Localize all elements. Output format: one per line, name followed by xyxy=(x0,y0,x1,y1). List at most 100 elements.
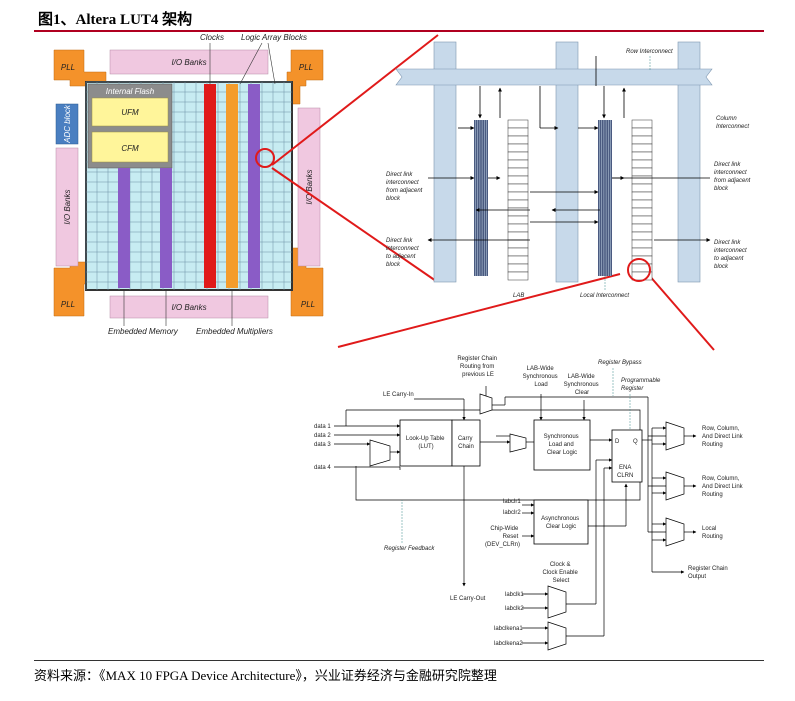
carry-chain-block xyxy=(451,419,481,467)
labclr2-label: labclr2 xyxy=(503,510,521,516)
title-rule xyxy=(34,30,764,32)
data-mux xyxy=(509,433,527,453)
lab-block-2 xyxy=(631,119,653,281)
source-rule xyxy=(34,660,764,661)
io-bank-label: I/O Banks xyxy=(305,169,314,204)
adc-block: ADC block xyxy=(55,103,79,145)
output-mux xyxy=(665,421,685,451)
interconnect-arrows xyxy=(427,56,711,242)
pll-top-right: PLL xyxy=(286,49,324,105)
zoom-line xyxy=(647,273,715,351)
logic-array-blocks-label: Logic Array Blocks xyxy=(241,33,307,42)
column-interconnects xyxy=(433,41,701,283)
zoom-line xyxy=(337,273,621,348)
clock-column xyxy=(204,84,216,288)
input-data4: data 4 xyxy=(314,465,331,471)
column-interconnect-label: Column Interconnect xyxy=(716,116,749,130)
reg-pin-clrn: CLRN xyxy=(617,473,633,479)
reg-pin-ena: ENA xyxy=(619,465,631,471)
io-bank-label: I/O Banks xyxy=(171,303,206,312)
logic-element-diagram: Register Chain Routing from previous LE … xyxy=(314,356,744,651)
embedded-multiplier-column xyxy=(226,84,238,288)
internal-flash: Internal Flash UFM CFM xyxy=(87,83,173,169)
register-feedback-label: Register Feedback xyxy=(384,546,435,552)
io-bank-label: I/O Banks xyxy=(63,189,72,224)
pll-label: PLL xyxy=(301,300,315,309)
figure-title: 图1、Altera LUT4 架构 xyxy=(38,12,193,28)
local-interconnect-label: Local Interconnect xyxy=(580,293,629,299)
labclk1-label: labclk1 xyxy=(505,592,524,598)
row-interconnect xyxy=(395,68,713,86)
out-local-label: Local Routing xyxy=(702,526,723,540)
lab-sync-load-label: LAB-Wide Synchronous Load xyxy=(523,366,560,388)
local-interconnect-bundle-1 xyxy=(474,120,488,276)
adc-label: ADC block xyxy=(63,104,72,144)
input-data3: data 3 xyxy=(314,442,331,448)
le-wiring xyxy=(334,386,697,645)
reg-pin-q: Q xyxy=(633,439,638,445)
input-data1: data 1 xyxy=(314,424,331,430)
carry-chain-label: Carry Chain xyxy=(458,436,474,450)
pll-label: PLL xyxy=(61,300,75,309)
ufm-label: UFM xyxy=(121,108,139,117)
local-interconnect-bundle-2 xyxy=(598,120,612,276)
cfm-label: CFM xyxy=(121,144,139,153)
lut-block xyxy=(399,419,453,467)
input-mux xyxy=(369,439,391,467)
zoom-callout-circle xyxy=(255,148,275,168)
clock-mux xyxy=(547,585,567,619)
zoom-callout-circle xyxy=(627,258,651,282)
sync-logic-label: Synchronous Load and Clear Logic xyxy=(544,434,581,456)
register-bypass-label: Register Bypass xyxy=(598,360,642,366)
io-bank-left: I/O Banks xyxy=(55,147,79,267)
embedded-memory-column xyxy=(160,168,172,288)
lut-label: Look-Up Table (LUT) xyxy=(406,436,446,450)
out-row-col-2-label: Row, Column, And Direct Link Routing xyxy=(702,476,744,498)
async-clear-block xyxy=(533,499,589,545)
clock-enable-mux xyxy=(547,621,567,651)
output-mux xyxy=(665,517,685,547)
labclkena2-label: labclkena2 xyxy=(494,641,523,647)
clocks-label: Clocks xyxy=(200,33,224,42)
direct-link-from-left-label: Direct link interconnect from adjacent b… xyxy=(386,172,424,202)
internal-flash-label: Internal Flash xyxy=(106,87,155,96)
chip-wide-reset-label: Chip-Wide Reset (DEV_CLRn) xyxy=(485,526,520,548)
register-chain-routing-label: Register Chain Routing from previous LE xyxy=(457,356,498,378)
pll-label: PLL xyxy=(61,63,75,72)
direct-link-from-right-label: Direct link interconnect from adjacent b… xyxy=(714,162,752,192)
sync-logic-block xyxy=(533,419,591,471)
io-bank-top: I/O Banks xyxy=(109,49,269,75)
leader-line xyxy=(239,42,263,85)
register-chain-mux xyxy=(479,393,493,415)
embedded-memory-column xyxy=(248,84,260,288)
clock-enable-label: Clock & Clock Enable Select xyxy=(542,562,579,584)
labclk2-label: labclk2 xyxy=(505,606,524,612)
lab-block-1 xyxy=(507,119,529,281)
lab-label: LAB xyxy=(513,293,524,299)
register-block xyxy=(611,429,643,483)
embedded-multipliers-label: Embedded Multipliers xyxy=(196,327,273,336)
output-mux xyxy=(665,471,685,501)
le-carry-out-label: LE Carry-Out xyxy=(450,596,486,602)
direct-link-to-left-label: Direct link interconnect to adjacent blo… xyxy=(386,238,420,268)
direct-link-to-right-label: Direct link interconnect to adjacent blo… xyxy=(714,240,748,270)
cfm-block xyxy=(91,131,169,163)
zoom-line xyxy=(271,34,439,166)
programmable-register-label: Programmable Register xyxy=(621,378,662,392)
async-clear-label: Asynchronous Clear Logic xyxy=(541,516,581,530)
pll-label: PLL xyxy=(299,63,313,72)
labclr1-label: labclr1 xyxy=(503,499,521,505)
zoom-line xyxy=(271,167,437,282)
ufm-block xyxy=(91,97,169,127)
chip-floorplan: PLL PLL PLL PLL I/O Banks I/O Banks I/O … xyxy=(53,33,324,336)
io-bank-label: I/O Banks xyxy=(171,58,206,67)
interconnect-diagram: Row Interconnect Column Interconnect xyxy=(386,41,752,299)
le-carry-in-label: LE Carry-In xyxy=(383,392,414,398)
labclkena1-label: labclkena1 xyxy=(494,626,523,632)
embedded-memory-column xyxy=(118,168,130,288)
io-bank-bottom: I/O Banks xyxy=(109,295,269,319)
reg-pin-d: D xyxy=(615,439,620,445)
source-note: 资料来源：《MAX 10 FPGA Device Architecture》，兴… xyxy=(34,668,497,683)
out-row-col-1-label: Row, Column, And Direct Link Routing xyxy=(702,426,744,448)
